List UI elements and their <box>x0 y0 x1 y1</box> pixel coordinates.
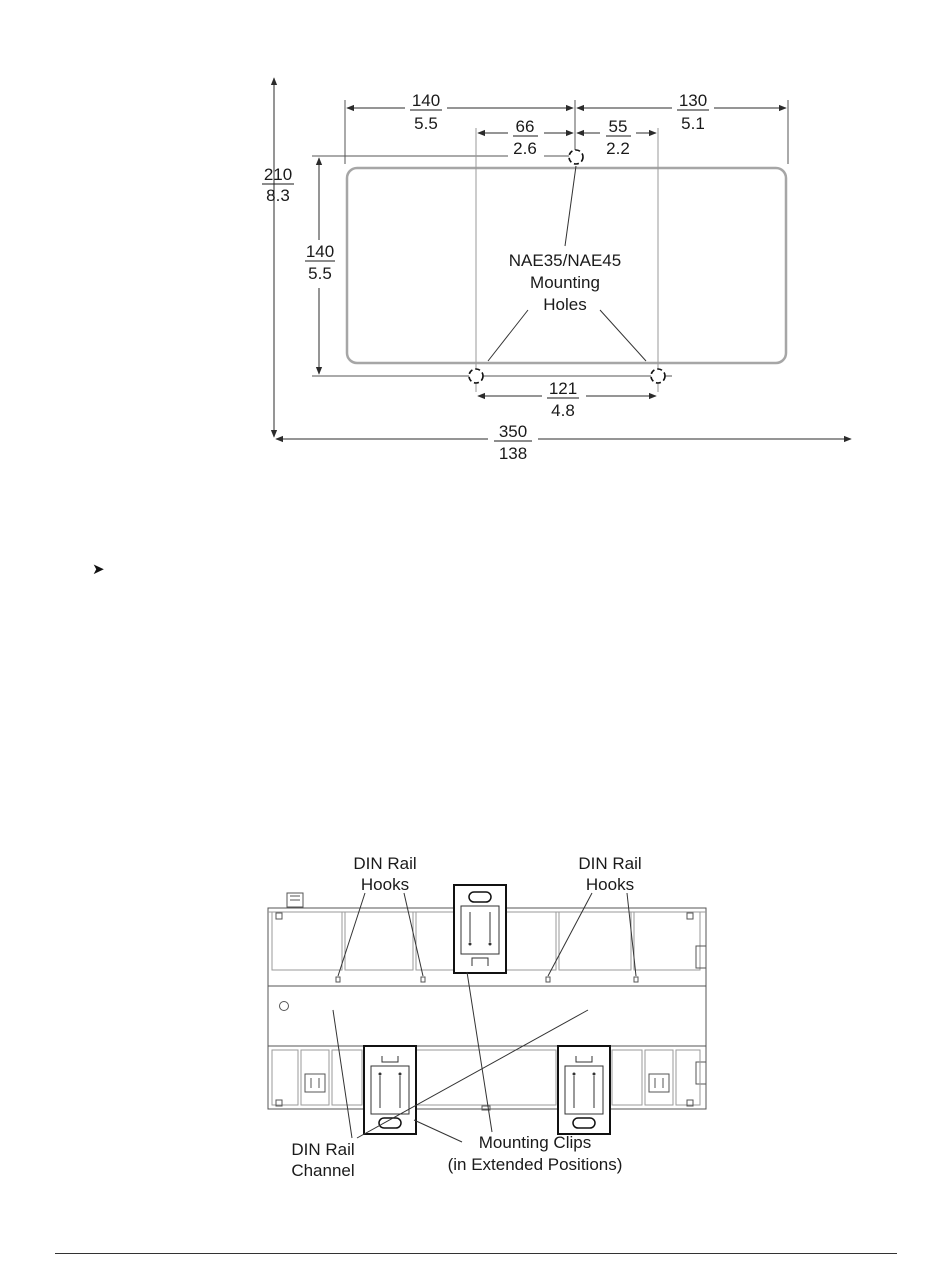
callout-clips: Mounting Clips (in Extended Positions) <box>448 1133 623 1174</box>
side-tab-bottom <box>696 1062 706 1084</box>
left-width-mm: 140 <box>412 91 440 110</box>
mounting-hole-bottom-right <box>651 369 665 383</box>
callout-hooks-right: DIN Rail Hooks <box>578 854 641 894</box>
hooks-left-line2: Hooks <box>361 875 409 894</box>
side-tab-top <box>696 946 706 968</box>
callout-hooks-left: DIN Rail Hooks <box>353 854 416 894</box>
hole-leader-left <box>488 310 528 361</box>
clips-line2: (in Extended Positions) <box>448 1155 623 1174</box>
mounting-holes-label-line3: Holes <box>543 295 586 314</box>
mounting-holes-label-line1: NAE35/NAE45 <box>509 251 621 270</box>
bottom-compartments <box>272 1050 700 1110</box>
outline-height-mm: 140 <box>306 242 334 261</box>
mounting-dimension-diagram: 210 8.3 140 5.5 140 5.5 <box>262 78 851 464</box>
hole-leader-top <box>565 166 576 246</box>
hooks-right-line1: DIN Rail <box>578 854 641 873</box>
callout-channel: DIN Rail Channel <box>291 1140 354 1180</box>
clips-line1: Mounting Clips <box>479 1133 591 1152</box>
din-rail-diagram: DIN Rail Hooks DIN Rail Hooks DIN Rail C… <box>268 854 706 1180</box>
overall-height-in: 8.3 <box>266 186 290 205</box>
bottom-hole-spacing-in: 4.8 <box>551 401 575 420</box>
din-rail-hook-1 <box>336 977 340 982</box>
hole-right-offset-mm: 55 <box>609 117 628 136</box>
mounting-clip-bottom-left <box>364 1046 416 1134</box>
hole-left-offset-in: 2.6 <box>513 139 537 158</box>
hole-leader-right <box>600 310 646 361</box>
overall-width-in: 138 <box>499 444 527 463</box>
channel-line1: DIN Rail <box>291 1140 354 1159</box>
mounting-holes-label: NAE35/NAE45 Mounting Holes <box>509 251 621 314</box>
overall-height-label: 210 8.3 <box>262 165 294 205</box>
channel-line2: Channel <box>291 1161 354 1180</box>
hooks-right-line2: Hooks <box>586 875 634 894</box>
footer-rule <box>55 1253 897 1254</box>
channel-screw <box>280 1002 289 1011</box>
hole-right-offset-in: 2.2 <box>606 139 630 158</box>
hole-left-offset-mm: 66 <box>516 117 535 136</box>
din-rail-hook-3 <box>546 977 550 982</box>
outline-height-in: 5.5 <box>308 264 332 283</box>
din-rail-hook-4 <box>634 977 638 982</box>
mounting-hole-top <box>569 150 583 164</box>
right-width-mm: 130 <box>679 91 707 110</box>
overall-width-mm: 350 <box>499 422 527 441</box>
mounting-clip-bottom-right <box>558 1046 610 1134</box>
mounting-hole-bottom-left <box>469 369 483 383</box>
bottom-hole-spacing-mm: 121 <box>549 379 577 398</box>
bullet-arrow-icon: ➤ <box>92 560 105 578</box>
mounting-holes-label-line2: Mounting <box>530 273 600 292</box>
hooks-left-line1: DIN Rail <box>353 854 416 873</box>
mounting-clip-top <box>454 885 506 973</box>
left-width-in: 5.5 <box>414 114 438 133</box>
din-rail-hook-2 <box>421 977 425 982</box>
right-width-in: 5.1 <box>681 114 705 133</box>
overall-height-mm: 210 <box>264 165 292 184</box>
